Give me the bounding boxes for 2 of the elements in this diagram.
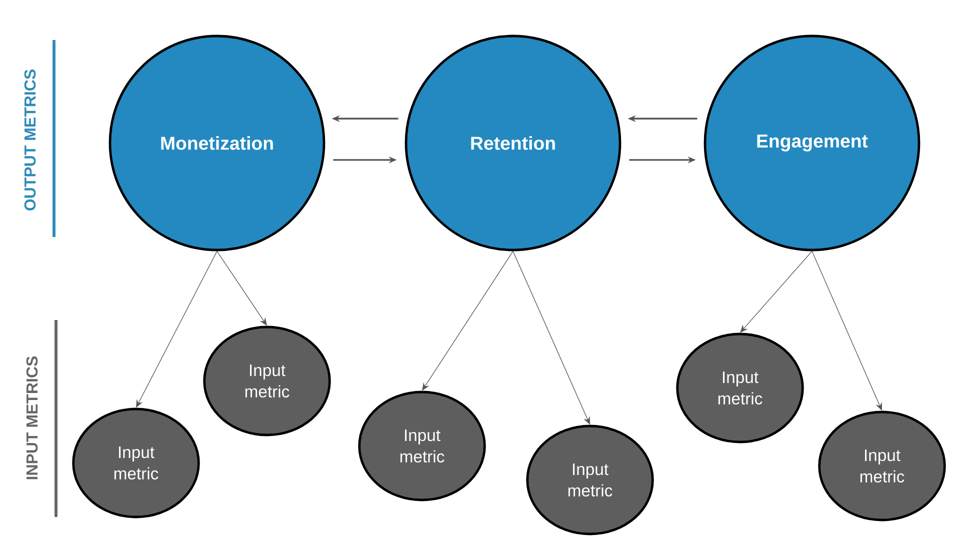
axis-label: OUTPUT METRICS — [24, 70, 36, 210]
axis-label: INPUT METRICS — [26, 356, 38, 480]
